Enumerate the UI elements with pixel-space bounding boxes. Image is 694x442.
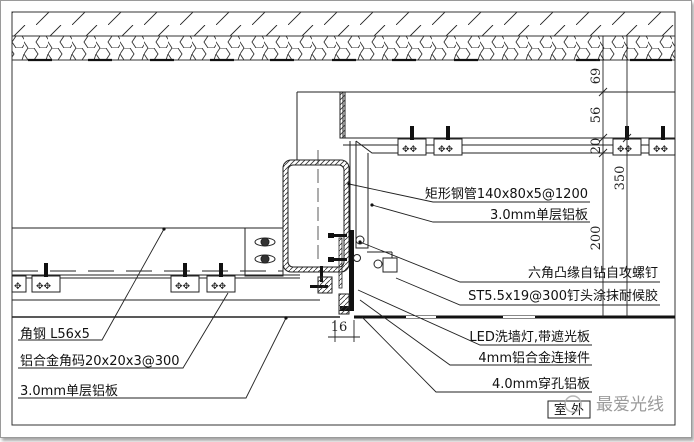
watermark-text: 最爱光线 [596, 395, 664, 415]
labels-left: 角钢 L56x5 铝合金角码20x20x3@300 3.0mm单层铝板 [20, 327, 180, 399]
leader-lines-right [348, 183, 660, 393]
label-angle-steel: 角钢 L56x5 [20, 327, 90, 342]
svg-text:✥✥: ✥✥ [438, 145, 454, 155]
svg-text:✥: ✥ [14, 282, 22, 292]
label-screw-spec: ST5.5x19@300钉头涂抹耐候胶 [468, 288, 658, 304]
label-perforated-panel: 4.0mm穿孔铝板 [492, 376, 590, 392]
clip-cross-marks-top: ✥✥ ✥✥ ✥✥ ✥✥ [402, 145, 669, 155]
led-wall-washer [367, 251, 398, 273]
label-led-washer: LED洗墙灯,带遮光板 [469, 329, 590, 345]
screw-heads-left [44, 263, 223, 277]
leader-dots-right [347, 182, 374, 244]
dim-16-ticks [328, 320, 360, 342]
connection-node [310, 230, 398, 315]
rectangular-steel-tube [282, 150, 350, 273]
leader-dots-left [162, 227, 288, 320]
dim-56: 56 [589, 107, 604, 124]
label-single-al-panel: 3.0mm单层铝板 [490, 208, 588, 223]
label-single-al-panel-left: 3.0mm单层铝板 [20, 384, 118, 399]
label-al-connector: 4mm铝合金连接件 [478, 350, 590, 366]
svg-text:✥✥: ✥✥ [653, 145, 669, 155]
labels-right: 矩形钢管140x80x5@1200 3.0mm单层铝板 六角凸缘自钻自攻螺钉 S… [425, 187, 658, 392]
angle-steel-bracket [244, 227, 284, 277]
svg-text:✥✥: ✥✥ [175, 282, 191, 292]
dim-350: 350 [613, 166, 628, 191]
dim-16: 16 [331, 320, 348, 335]
label-al-angle-clip: 铝合金角码20x20x3@300 [20, 353, 180, 369]
watermark: 最爱光线 [564, 395, 664, 415]
dim-20: 20 [589, 138, 604, 155]
leader-lines-left [18, 228, 287, 399]
svg-text:✥✥: ✥✥ [211, 282, 227, 292]
room-tag: 室 外 [547, 400, 591, 419]
svg-text:✥✥: ✥✥ [36, 282, 52, 292]
honeycomb-layer [11, 35, 676, 61]
clip-cross-marks-left: ✥ ✥✥ ✥✥ ✥✥ [14, 282, 227, 292]
clip-group-left [11, 275, 236, 293]
dim-200: 200 [589, 226, 604, 251]
label-hex-screw: 六角凸缘自钻自攻螺钉 [528, 266, 658, 281]
dim-69: 69 [589, 68, 604, 85]
concrete-slab [11, 11, 676, 37]
wechat-icon [564, 395, 582, 413]
dimension-chain [596, 36, 632, 317]
svg-text:✥✥: ✥✥ [402, 145, 418, 155]
room-tag-text: 室 外 [554, 402, 584, 418]
label-steel-tube: 矩形钢管140x80x5@1200 [425, 187, 588, 202]
svg-text:✥✥: ✥✥ [617, 145, 633, 155]
